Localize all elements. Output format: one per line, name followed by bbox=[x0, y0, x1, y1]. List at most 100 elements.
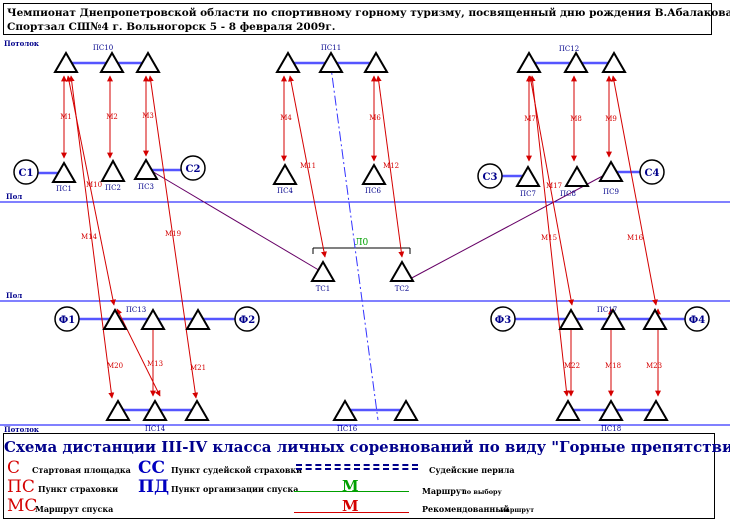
finish-f3: Ф3 bbox=[495, 315, 511, 326]
circles bbox=[13, 155, 710, 332]
route-m11: М11 bbox=[300, 162, 316, 170]
tri-ps10-a bbox=[53, 51, 79, 73]
tri-ps4 bbox=[272, 163, 298, 185]
tri-ps7 bbox=[515, 165, 541, 187]
tri-ps6 bbox=[361, 163, 387, 185]
tri-tc1 bbox=[310, 260, 336, 282]
legend-box: Схема дистанции III-IV класса личных сор… bbox=[3, 433, 730, 519]
circle-f2 bbox=[234, 306, 260, 332]
header-line1: Чемпионат Днепропетровской области по сп… bbox=[7, 7, 730, 19]
legend-ropes-text: Судейские перила bbox=[429, 465, 515, 475]
tri-ps12-c bbox=[601, 51, 627, 73]
route-m4: М4 bbox=[280, 114, 292, 122]
route-m7: М7 bbox=[524, 115, 536, 123]
circle-c1 bbox=[13, 159, 39, 185]
route-m16: М16 bbox=[627, 234, 644, 242]
node-ps18: ПС18 bbox=[601, 425, 621, 433]
tri-ps17-c bbox=[642, 308, 668, 330]
route-m15: М15 bbox=[541, 234, 557, 242]
node-ps6: ПС6 bbox=[365, 187, 381, 195]
route-m18: М18 bbox=[605, 362, 621, 370]
circle-f4 bbox=[684, 306, 710, 332]
start-c2: С2 bbox=[186, 164, 201, 175]
route-m3: М3 bbox=[142, 112, 154, 120]
node-ps17: ПС17 bbox=[597, 306, 617, 314]
legend-ms-text: Маршрут спуска bbox=[35, 504, 114, 514]
legend-rec-m: М bbox=[342, 497, 359, 515]
tri-ps11-a bbox=[275, 51, 301, 73]
level-ceiling-top: Потолок bbox=[4, 39, 39, 48]
legend-title: Схема дистанции III-IV класса личных сор… bbox=[4, 438, 730, 456]
node-ps12: ПС12 bbox=[559, 45, 579, 53]
legend-ropes-line bbox=[296, 464, 418, 470]
legend-cc-text: Пункт судейской страховки bbox=[171, 465, 303, 475]
legend-ps-symbol: ПС bbox=[7, 477, 35, 497]
legend-choice-small: по выбору bbox=[462, 488, 502, 496]
tri-ps10-b bbox=[99, 51, 125, 73]
legend-choice-text: Маршрут bbox=[422, 486, 466, 496]
tri-ps11-c bbox=[363, 51, 389, 73]
node-ps8: ПС8 bbox=[560, 190, 576, 198]
route-m9: М9 bbox=[605, 115, 617, 123]
legend-pd-symbol: ПД bbox=[138, 477, 170, 497]
route-m20: М20 bbox=[107, 362, 123, 370]
route-m21: М21 bbox=[190, 364, 206, 372]
node-ps3: ПС3 bbox=[138, 183, 154, 191]
start-c3: С3 bbox=[483, 172, 498, 183]
start-c4: С4 bbox=[645, 168, 660, 179]
tri-ps10-c bbox=[135, 51, 161, 73]
legend-choice-m: М bbox=[342, 477, 359, 495]
route-m1: М1 bbox=[60, 113, 72, 121]
route-m2: М2 bbox=[106, 113, 118, 121]
tri-ps18-a bbox=[555, 399, 581, 421]
level-floor-lower: Пол bbox=[6, 291, 22, 300]
axis-line bbox=[329, 59, 379, 421]
circle-c4 bbox=[639, 159, 665, 185]
header-line2: Спортзал СШ№4 г. Вольногорск 5 - 8 февра… bbox=[7, 21, 336, 33]
finish-f4: Ф4 bbox=[689, 315, 705, 326]
node-ps10: ПС10 bbox=[93, 44, 113, 52]
route-m22: М22 bbox=[564, 362, 580, 370]
tri-ps12-a bbox=[516, 51, 542, 73]
tri-ps1 bbox=[51, 161, 77, 183]
legend-pd-text: Пункт организации спуска bbox=[171, 484, 299, 494]
route-m19: М19 bbox=[165, 230, 181, 238]
route-m17: М17 bbox=[546, 182, 562, 190]
route-lines bbox=[61, 75, 661, 399]
circle-f3 bbox=[490, 306, 516, 332]
circle-f1 bbox=[54, 306, 80, 332]
finish-f1: Ф1 bbox=[59, 315, 75, 326]
legend-ps-text: Пункт страховки bbox=[38, 484, 119, 494]
node-tc1: ТС1 bbox=[316, 285, 330, 293]
connector-tc2-ps9 bbox=[407, 171, 611, 281]
tri-ps17-a bbox=[558, 308, 584, 330]
legend-c-symbol: С bbox=[7, 458, 21, 478]
legend-c-text: Стартовая площадка bbox=[32, 465, 131, 475]
tri-ps17-b bbox=[600, 308, 626, 330]
node-tc2: ТС2 bbox=[395, 285, 409, 293]
tri-ps16-b bbox=[393, 399, 419, 421]
tri-ps14-c bbox=[184, 399, 210, 421]
route-m23: М23 bbox=[646, 362, 662, 370]
ropes bbox=[38, 61, 686, 412]
tri-ps8 bbox=[564, 165, 590, 187]
span-label: Л0 bbox=[355, 238, 369, 248]
legend-choice-line bbox=[294, 491, 409, 492]
route-m10: М10 bbox=[86, 181, 102, 189]
node-ps1: ПС1 bbox=[56, 185, 72, 193]
tri-ps13-b bbox=[140, 308, 166, 330]
node-ps14: ПС14 bbox=[145, 425, 166, 433]
level-ceiling-bottom: Потолок bbox=[4, 425, 39, 434]
node-ps11: ПС11 bbox=[321, 44, 341, 52]
tri-ps2 bbox=[100, 158, 126, 182]
circle-c2 bbox=[180, 155, 206, 181]
level-floor-upper: Пол bbox=[6, 192, 22, 201]
node-ps13: ПС13 bbox=[126, 306, 146, 314]
circle-c3 bbox=[477, 163, 503, 189]
legend-ms-symbol: МС bbox=[7, 496, 38, 516]
node-ps9: ПС9 bbox=[603, 188, 619, 196]
node-ps2: ПС2 bbox=[105, 184, 121, 192]
tri-ps3 bbox=[133, 158, 159, 180]
tri-ps13-c bbox=[185, 308, 211, 330]
